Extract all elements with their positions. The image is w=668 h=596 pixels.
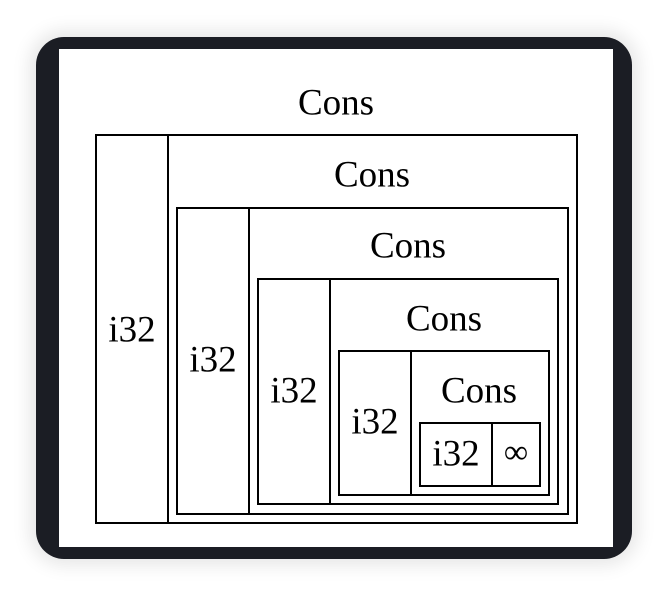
cons-label-level-4: Cons bbox=[440, 370, 518, 412]
i32-label-level-1: i32 bbox=[189, 339, 237, 381]
cons-label-level-2: Cons bbox=[369, 225, 447, 267]
i32-cell-level-4 bbox=[419, 422, 493, 487]
cons-label-level-3: Cons bbox=[405, 298, 483, 340]
cons-label-level-0: Cons bbox=[297, 82, 375, 124]
i32-label-level-4: i32 bbox=[432, 433, 480, 475]
i32-cell-level-2 bbox=[257, 278, 331, 505]
cons-label-level-1: Cons bbox=[333, 154, 411, 196]
i32-label-level-3: i32 bbox=[351, 401, 399, 443]
i32-cell-level-1 bbox=[176, 207, 250, 515]
infinity-symbol: ∞ bbox=[503, 434, 529, 471]
i32-cell-level-0 bbox=[95, 134, 169, 524]
i32-label-level-2: i32 bbox=[270, 370, 318, 412]
i32-label-level-0: i32 bbox=[108, 309, 156, 351]
i32-cell-level-3 bbox=[338, 350, 412, 496]
